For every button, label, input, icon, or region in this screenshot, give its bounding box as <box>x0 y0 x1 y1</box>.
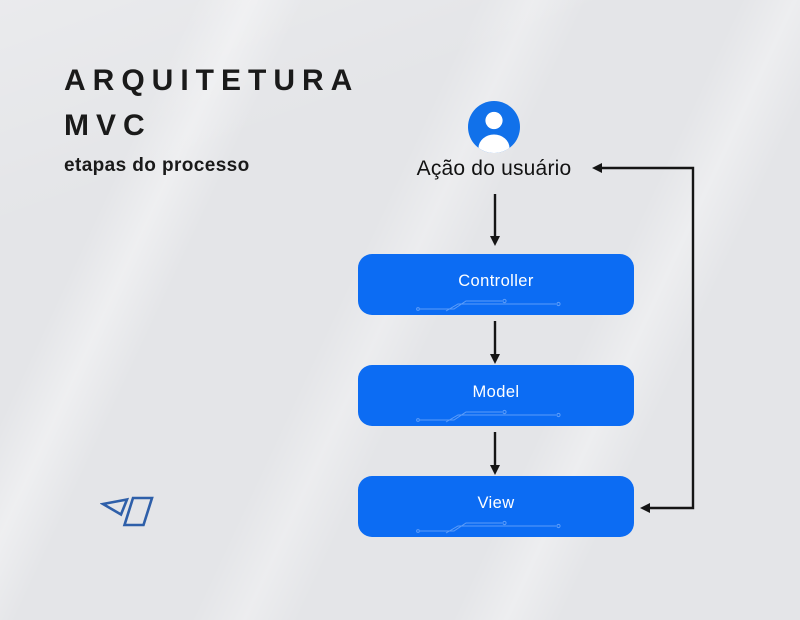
flow-node-label: Model <box>472 383 520 401</box>
arrow-feedback-loop <box>592 163 695 513</box>
user-action-label: Ação do usuário <box>416 157 572 180</box>
arrow-user-to-controller <box>490 194 500 246</box>
circuit-trace-decoration <box>416 298 561 312</box>
flow-node-view: View <box>358 476 634 537</box>
user-avatar-icon <box>468 101 520 153</box>
brand-logo <box>100 496 154 527</box>
circuit-trace-decoration <box>416 409 561 423</box>
flow-node-controller: Controller <box>358 254 634 315</box>
page-title-line1: ARQUITETURA <box>64 64 360 97</box>
circuit-trace-decoration <box>416 520 561 534</box>
arrow-model-to-view <box>490 432 500 475</box>
arrow-controller-to-model <box>490 321 500 364</box>
page-subtitle: etapas do processo <box>64 155 250 176</box>
flow-node-model: Model <box>358 365 634 426</box>
flow-node-label: View <box>477 494 515 512</box>
title-block: ARQUITETURA MVC etapas do processo <box>64 58 359 177</box>
page-title-line2: MVC <box>64 109 152 142</box>
flow-node-label: Controller <box>458 272 534 290</box>
